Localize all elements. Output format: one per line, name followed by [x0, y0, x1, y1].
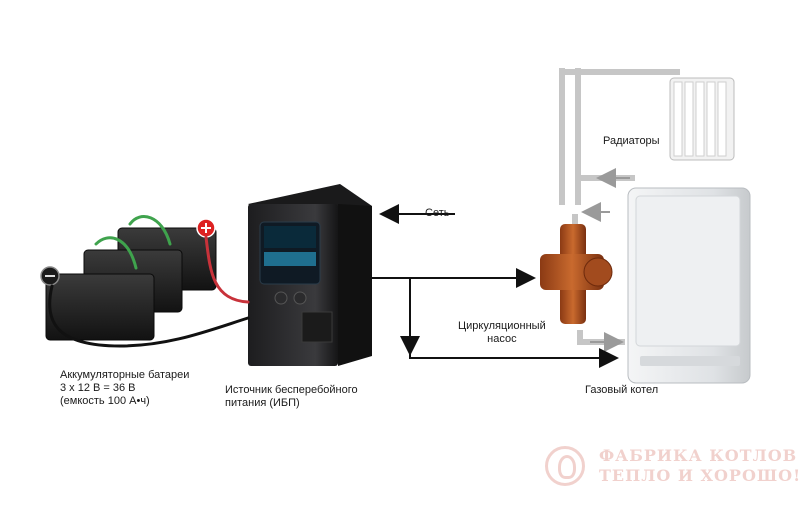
boiler-label: Газовый котел: [585, 384, 659, 396]
brand-watermark: ФАБРИКА КОТЛОВ ТЕПЛО И ХОРОШО!: [545, 438, 800, 493]
battery-label-line2: 3 х 12 В = 36 В: [60, 382, 136, 394]
power-lines: [372, 204, 619, 368]
radiator: [669, 77, 735, 161]
pump-label: Циркуляционный насос: [458, 320, 546, 346]
battery-wires: [48, 215, 250, 348]
ups-label-line1: Источник бесперебойного: [225, 384, 358, 396]
radiators-label: Радиаторы: [603, 135, 660, 147]
ups-label: Источник бесперебойного питания (ИБП): [225, 384, 358, 410]
ups-label-line2: питания (ИБП): [225, 397, 300, 409]
pump-label-line2: насос: [487, 333, 517, 345]
gas-boiler: [627, 187, 751, 384]
heating-pipes: [559, 68, 680, 345]
battery-label: Аккумуляторные батареи 3 х 12 В = 36 В (…: [60, 369, 189, 408]
pump-label-line1: Циркуляционный: [458, 320, 546, 332]
network-label: Сеть: [425, 207, 450, 219]
pipe-flow-arrows: [581, 168, 630, 352]
watermark-line2: ТЕПЛО И ХОРОШО!: [599, 466, 802, 485]
battery-bank: [40, 218, 217, 341]
flame-logo-icon: [545, 446, 585, 486]
circulation-pump: [540, 224, 613, 324]
watermark-line1: ФАБРИКА КОТЛОВ: [599, 446, 798, 465]
ups-unit: [248, 184, 372, 366]
battery-label-line3: (емкость 100 А•ч): [60, 395, 150, 407]
battery-label-line1: Аккумуляторные батареи: [60, 369, 190, 381]
